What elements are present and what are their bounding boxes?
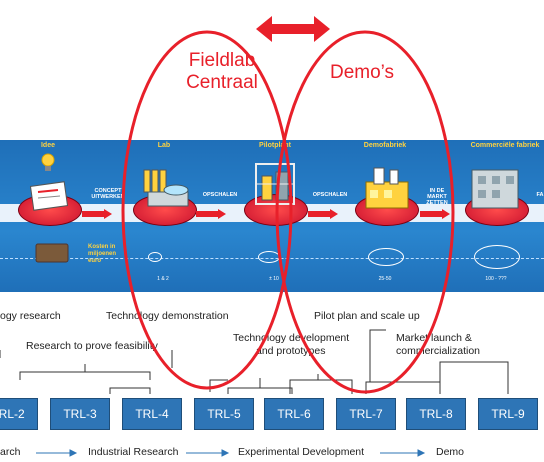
cost-number-pilot: ± 10 — [269, 276, 279, 282]
trl-box-6: TRL-6 — [264, 398, 324, 430]
cost-ring-commercial — [474, 245, 520, 269]
trl-box-8: TRL-8 — [406, 398, 466, 430]
fieldlab-ellipse — [121, 30, 293, 390]
trl-box-2: TRL-2 — [0, 398, 38, 430]
idea-document-icon — [29, 181, 69, 211]
cost-ring-lab — [148, 252, 162, 262]
stage-title-lab: Lab — [157, 142, 171, 149]
trl-box-5: TRL-5 — [194, 398, 254, 430]
trl-box-3: TRL-3 — [50, 398, 110, 430]
cost-label-line2: miljoenen — [88, 251, 117, 257]
arrow-label-opschalen-2: OPSCHALEN — [312, 192, 348, 198]
flow-step-demo: Demo — [436, 446, 465, 458]
flow-arrow-head — [442, 209, 450, 219]
flow-arrow-head — [330, 209, 338, 219]
phase-market-launch-line1: Market launch & — [396, 332, 472, 344]
stage-title-pilotplant: Pilotplant — [259, 142, 291, 149]
fieldlab-label-line1: Fieldlab — [188, 50, 256, 71]
cost-number-commercial: 100 - ??? — [485, 276, 507, 282]
flow-arrow-shaft — [196, 211, 218, 217]
trl-box-9: TRL-9 — [478, 398, 538, 430]
phase-market-launch-line2: commercialization — [396, 345, 481, 357]
flow-arrow-head — [218, 209, 226, 219]
flow-arrow-shaft — [308, 211, 330, 217]
lightbulb-icon — [41, 153, 55, 171]
lab-equipment-icon — [143, 169, 189, 207]
flow-arrow-head — [104, 209, 112, 219]
phase-technology-demonstration: Technology demonstration — [106, 310, 229, 322]
cost-label-line3: euro — [88, 258, 102, 264]
arrow-label-fa: FA — [536, 192, 544, 198]
flow-arrows — [36, 449, 426, 457]
arrow-label-concept-uitwerken: CONCEPT UITWERKEN — [91, 188, 125, 200]
demos-label: Demo’s — [329, 62, 395, 83]
flow-arrow-shaft — [82, 211, 104, 217]
demo-factory-icon — [365, 167, 409, 209]
flow-arrow-shaft — [420, 211, 442, 217]
fieldlab-centraal-label: Fieldlab Centraal — [172, 50, 272, 94]
wallet-icon — [35, 243, 69, 263]
cost-label: Kosten in miljoenen euro — [88, 244, 116, 265]
cost-number-lab: 1 & 2 — [157, 276, 169, 282]
commercial-factory-icon — [471, 169, 519, 209]
demos-ellipse — [275, 30, 455, 394]
trl-box-4: TRL-4 — [122, 398, 182, 430]
flow-step-experimental-development: Experimental Development — [238, 446, 365, 458]
flow-step-research: arch — [0, 446, 21, 458]
phase-research-feasibility: Research to prove feasibility — [26, 340, 158, 352]
arrow-label-in-de-markt-zetten: IN DE MARKT ZETTEN — [426, 188, 448, 206]
cost-ring-demo — [368, 248, 404, 266]
double-arrow-icon — [256, 16, 330, 42]
arrow-label-opschalen-1: OPSCHALEN — [202, 192, 238, 198]
stage-title-idee: Idee — [40, 142, 55, 149]
flow-step-industrial-research: Industrial Research — [88, 446, 179, 458]
fieldlab-label-line2: Centraal — [186, 72, 258, 93]
stage-title-commerciele-fabriek: Commerciële fabriek — [470, 142, 540, 149]
cost-number-demo: 25-50 — [378, 276, 392, 282]
stage-title-demofabriek: Demofabriek — [363, 142, 407, 149]
cost-label-line1: Kosten in — [88, 244, 116, 250]
phase-tech-development-line1: Technology development — [233, 332, 350, 344]
trl-box-7: TRL-7 — [336, 398, 396, 430]
phase-pilot-scale-up: Pilot plan and scale up — [314, 310, 420, 322]
phase-technology-research: ogy research — [0, 310, 61, 322]
